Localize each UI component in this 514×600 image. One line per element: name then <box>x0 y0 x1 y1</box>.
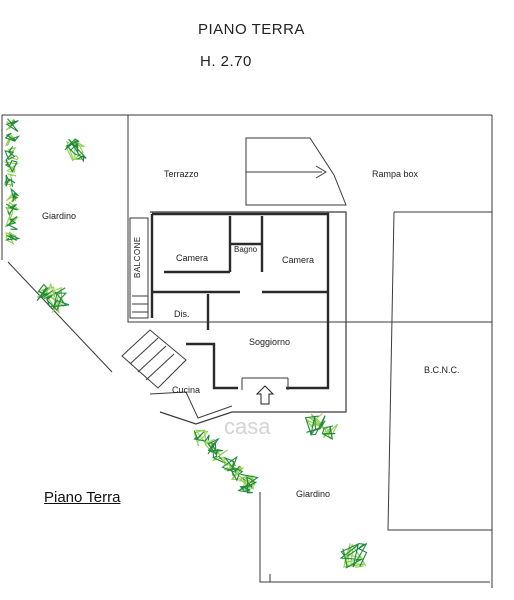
label-bagno: Bagno <box>234 245 258 254</box>
plan-caption: Piano Terra <box>44 489 121 506</box>
outer-wall <box>152 212 330 390</box>
entrance-arrow-icon <box>255 385 275 405</box>
kitchen-outline <box>149 391 233 419</box>
shrub-scribble <box>339 542 368 569</box>
shrub-scribble <box>193 430 210 442</box>
shrub-scribble <box>321 425 336 441</box>
shrub-scribble <box>5 118 15 131</box>
diagonal-boundary <box>7 261 113 373</box>
shrub-scribble <box>4 145 16 161</box>
apartment-outline <box>150 211 347 425</box>
shrub-scribble <box>221 455 239 474</box>
label-soggiorno: Soggiorno <box>249 337 291 347</box>
shrub-scribble <box>237 473 259 494</box>
shrub-scribble <box>230 465 245 481</box>
stairs <box>121 329 187 389</box>
label-bcnc: B.C.N.C. <box>424 365 460 375</box>
lower-garden-outline <box>259 492 330 583</box>
height-label: H. 2.70 <box>200 53 252 70</box>
shrub-scribble <box>304 415 326 437</box>
shrub-scribble <box>43 287 70 312</box>
label-camera-left: Camera <box>176 253 209 263</box>
shrub-icon <box>3 118 368 569</box>
shrub-scribble <box>4 159 18 173</box>
label-rampa-box: Rampa box <box>372 169 419 179</box>
plan-title: PIANO TERRA <box>198 21 305 38</box>
watermark: casa <box>224 414 271 439</box>
shrub-scribble <box>230 465 244 482</box>
label-giardino-nw: Giardino <box>42 211 77 221</box>
shrub-scribble <box>4 132 21 142</box>
label-terrazzo: Terrazzo <box>164 169 199 179</box>
shrub-scribble <box>221 458 237 472</box>
shrub-scribble <box>5 203 18 216</box>
label-dis: Dis. <box>174 309 190 319</box>
label-balcone: BALCONE <box>133 236 142 278</box>
shrub-scribble <box>4 234 21 241</box>
shrub-scribble <box>5 118 19 133</box>
shrub-scribble <box>4 174 16 187</box>
shrub-scribble <box>10 187 19 203</box>
shrub-scribble <box>207 437 220 457</box>
label-camera-right: Camera <box>282 255 315 265</box>
balcone-strip <box>129 217 149 319</box>
label-giardino-se: Giardino <box>296 489 331 499</box>
bcnc-outline <box>387 211 492 531</box>
shrub-scribble <box>5 134 14 146</box>
site-boundary <box>2 114 492 323</box>
shrub-scribble <box>36 283 53 301</box>
ramp-outline <box>245 137 347 206</box>
shrub-scribble <box>3 173 17 188</box>
label-cucina: Cucina <box>172 385 201 395</box>
shrub-scribble <box>211 449 226 464</box>
shrub-scribble <box>6 215 18 230</box>
shrub-scribble <box>64 138 87 163</box>
entrance-frame <box>241 377 289 390</box>
